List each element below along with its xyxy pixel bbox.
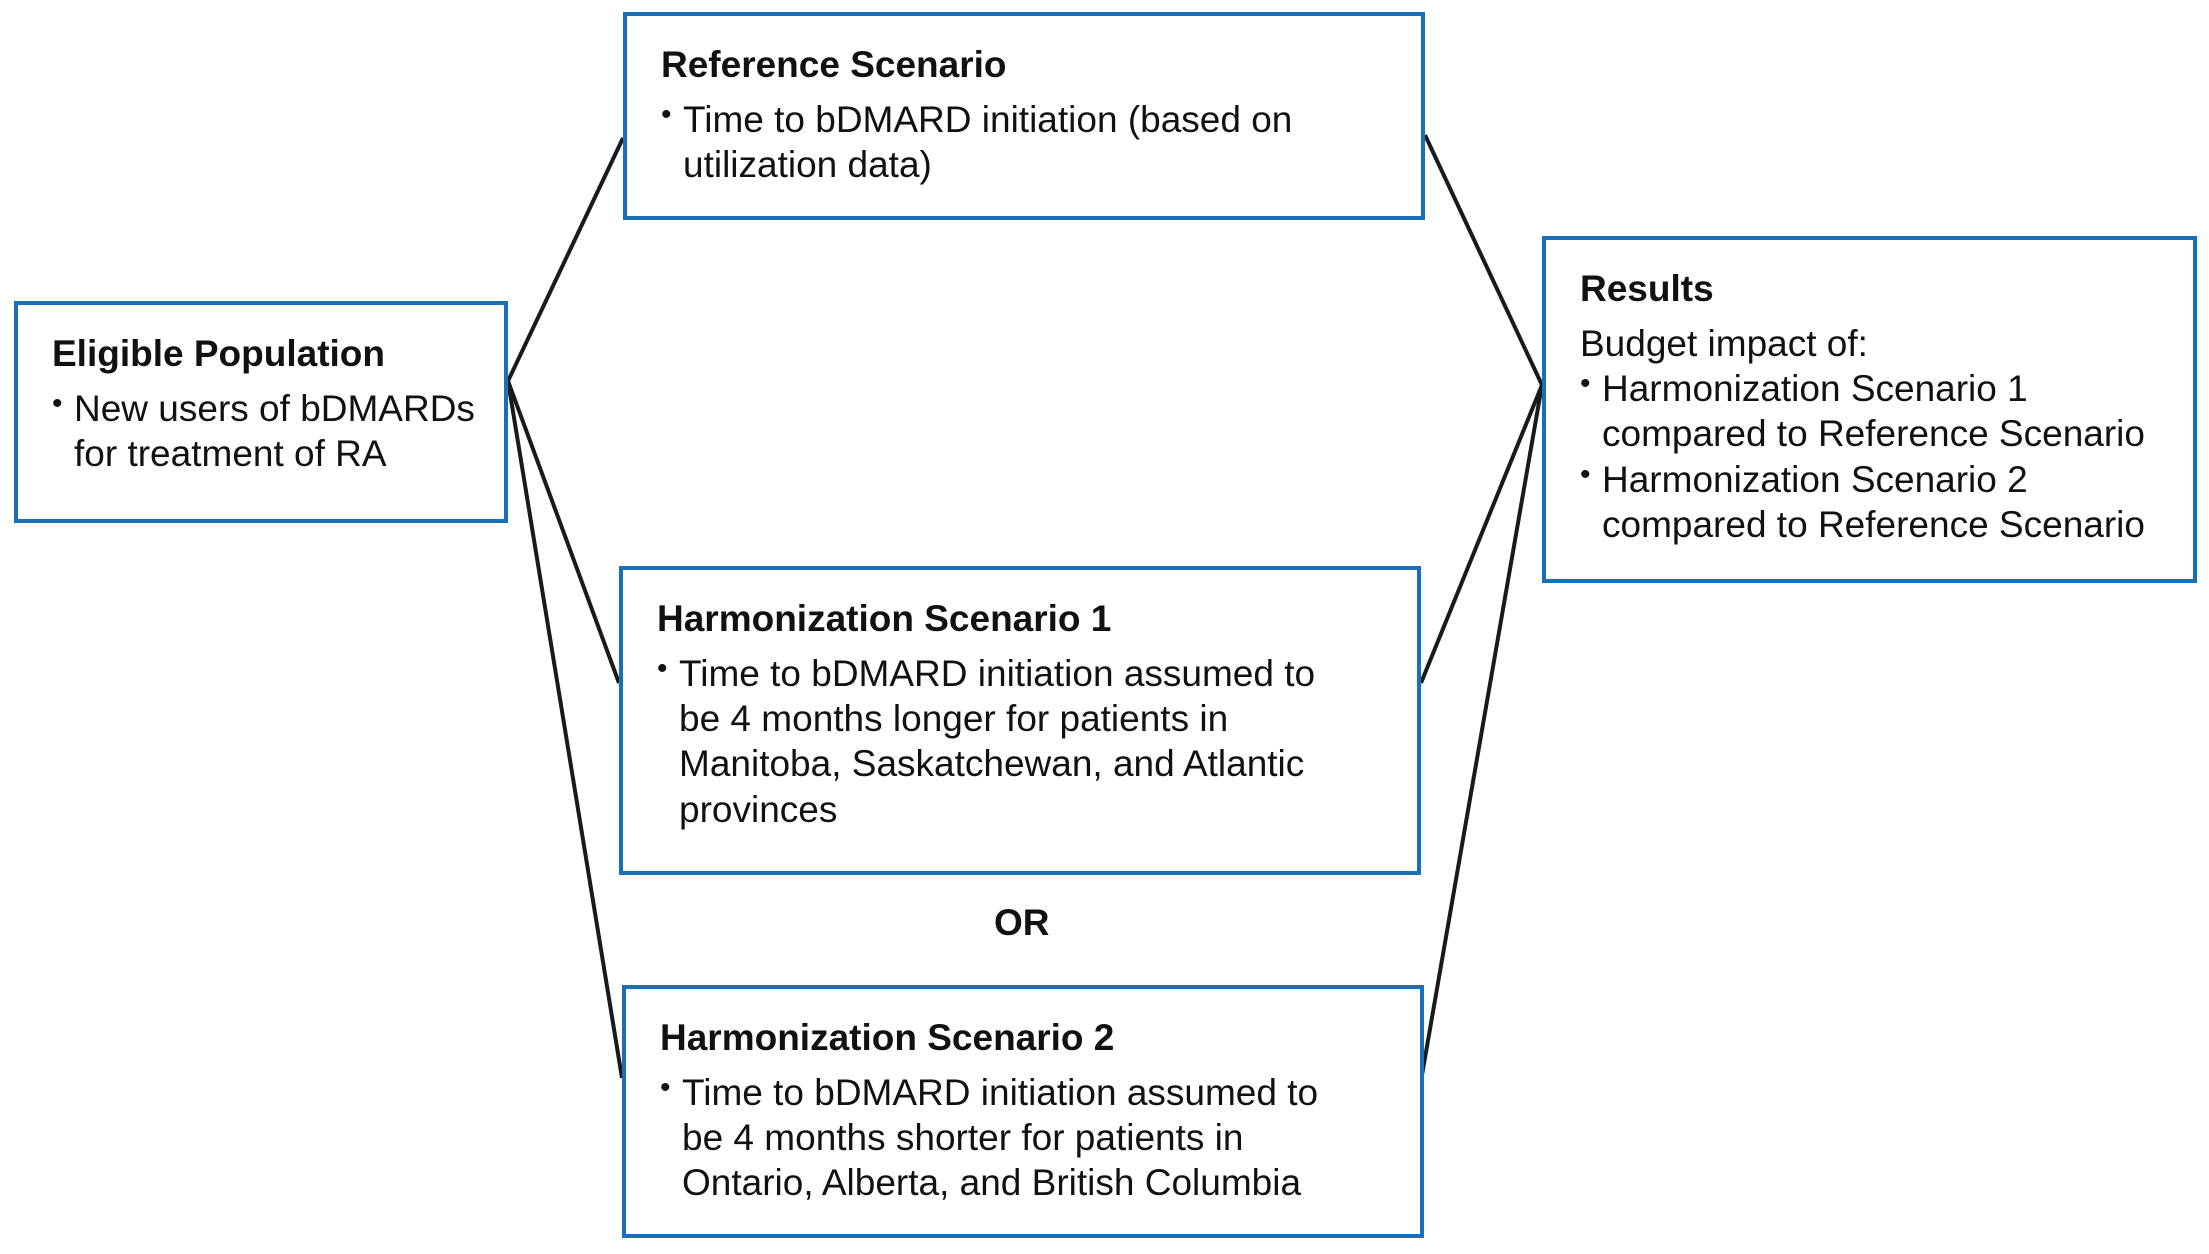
- eligible-population-bullet: New users of bDMARDs for treatment of RA: [52, 386, 504, 476]
- results-bullets: Harmonization Scenario 1 compared to Ref…: [1580, 366, 2159, 547]
- harmonization-scenario-1-title: Harmonization Scenario 1: [657, 598, 1112, 639]
- reference-scenario-bullet: Time to bDMARD initiation (based on util…: [661, 97, 1343, 187]
- harmonization-scenario-2-title: Harmonization Scenario 2: [660, 1017, 1115, 1058]
- harmonization-scenario-2-box: Harmonization Scenario 2 Time to bDMARD …: [622, 985, 1424, 1238]
- results-bullet-1: Harmonization Scenario 1 compared to Ref…: [1580, 366, 2162, 456]
- harmonization-scenario-1-bullets: Time to bDMARD initiation assumed to be …: [657, 651, 1383, 832]
- connector-reference-to-results: [1423, 134, 1544, 386]
- connector-eligible-to-reference: [506, 137, 625, 382]
- harmonization-scenario-1-box: Harmonization Scenario 1 Time to bDMARD …: [619, 566, 1421, 875]
- results-box: Results Budget impact of: Harmonization …: [1542, 236, 2197, 583]
- eligible-population-box: Eligible Population New users of bDMARDs…: [14, 301, 508, 523]
- eligible-population-title: Eligible Population: [52, 333, 385, 374]
- reference-scenario-title: Reference Scenario: [661, 44, 1007, 85]
- connector-eligible-to-harmonization-1: [506, 380, 621, 684]
- harmonization-scenario-1-bullet: Time to bDMARD initiation assumed to be …: [657, 651, 1339, 832]
- eligible-population-bullets: New users of bDMARDs for treatment of RA: [52, 386, 475, 476]
- results-intro: Budget impact of:: [1580, 323, 1868, 365]
- connector-harmonization-2-to-results: [1420, 384, 1544, 1076]
- or-label: OR: [994, 902, 1050, 943]
- reference-scenario-box: Reference Scenario Time to bDMARD initia…: [623, 12, 1425, 220]
- connector-eligible-to-harmonization-2: [506, 380, 624, 1079]
- harmonization-scenario-2-bullets: Time to bDMARD initiation assumed to be …: [660, 1070, 1386, 1205]
- harmonization-scenario-2-bullet: Time to bDMARD initiation assumed to be …: [660, 1070, 1342, 1205]
- reference-scenario-bullets: Time to bDMARD initiation (based on util…: [661, 97, 1387, 187]
- results-title: Results: [1580, 268, 1714, 309]
- connector-harmonization-1-to-results: [1419, 384, 1544, 684]
- results-bullet-2: Harmonization Scenario 2 compared to Ref…: [1580, 457, 2162, 547]
